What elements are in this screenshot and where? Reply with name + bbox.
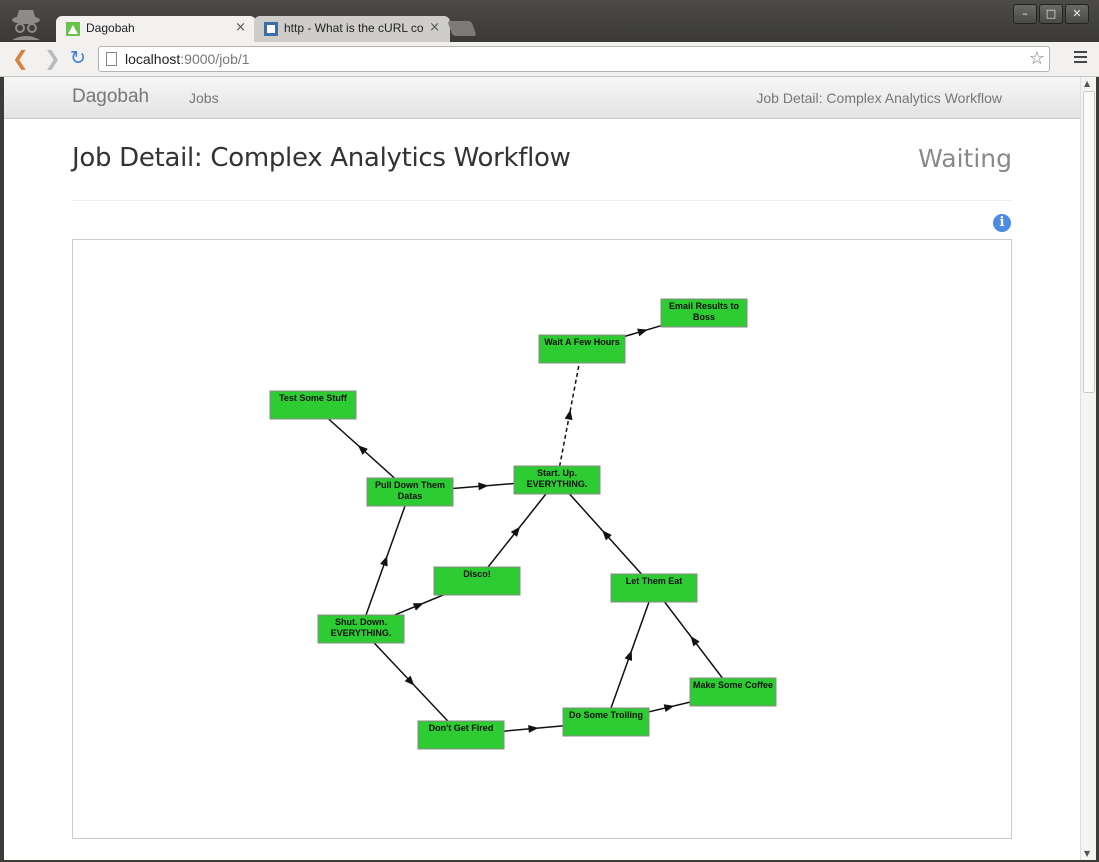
job-status: Waiting bbox=[918, 144, 1012, 173]
tab-stackoverflow[interactable]: http - What is the cURL command × bbox=[254, 16, 450, 42]
vertical-scrollbar[interactable]: ▲ ▼ bbox=[1080, 77, 1096, 860]
reload-icon[interactable]: ↻ bbox=[70, 47, 86, 69]
edge-arrow-pull-test bbox=[357, 445, 368, 455]
edge-arrow-start-wait bbox=[564, 409, 573, 421]
node-label: Do Some Trolling bbox=[569, 710, 643, 720]
tab-title: Dagobah bbox=[86, 21, 135, 35]
edge-arrow-wait-email bbox=[637, 328, 648, 337]
node-box bbox=[433, 566, 521, 596]
graph-node-leteat[interactable]: Let Them Eat bbox=[610, 573, 698, 603]
node-label: Let Them Eat bbox=[626, 576, 683, 586]
scroll-down-icon[interactable]: ▼ bbox=[1084, 849, 1091, 858]
graph-node-test[interactable]: Test Some Stuff bbox=[269, 390, 357, 420]
address-bar[interactable]: localhost:9000/job/1 ☆ bbox=[98, 46, 1050, 72]
node-box bbox=[417, 720, 505, 750]
brand-link[interactable]: Dagobah bbox=[72, 86, 150, 107]
tab-title: http - What is the cURL command bbox=[284, 21, 424, 35]
minimize-icon[interactable]: – bbox=[1013, 4, 1037, 24]
dagobah-favicon-icon bbox=[66, 22, 80, 36]
site-navbar: Dagobah Jobs Job Detail: Complex Analyti… bbox=[4, 77, 1080, 119]
nav-current-page: Job Detail: Complex Analytics Workflow bbox=[756, 90, 1002, 106]
info-icon[interactable]: i bbox=[993, 214, 1011, 232]
node-label: Make Some Coffee bbox=[693, 680, 773, 690]
page-viewport: Dagobah Jobs Job Detail: Complex Analyti… bbox=[4, 77, 1080, 860]
incognito-icon bbox=[12, 10, 40, 40]
edge-arrow-shut-fired bbox=[404, 675, 415, 686]
tab-dagobah[interactable]: Dagobah × bbox=[56, 16, 256, 42]
new-tab-button[interactable] bbox=[447, 21, 477, 36]
node-box bbox=[562, 707, 650, 737]
edge-arrow-shut-disco bbox=[412, 603, 424, 611]
edge-arrow-fired-troll bbox=[528, 724, 539, 733]
node-label: Datas bbox=[398, 491, 423, 501]
graph-node-troll[interactable]: Do Some Trolling bbox=[562, 707, 650, 737]
node-label: Email Results to bbox=[669, 301, 740, 311]
node-box bbox=[689, 677, 777, 707]
edge-arrow-pull-start bbox=[478, 482, 489, 491]
node-box bbox=[513, 465, 601, 495]
url-text: localhost:9000/job/1 bbox=[125, 51, 250, 67]
node-box bbox=[366, 477, 454, 507]
node-label: Disco! bbox=[463, 569, 491, 579]
scroll-up-icon[interactable]: ▲ bbox=[1084, 79, 1091, 88]
stackexchange-favicon-icon bbox=[264, 22, 278, 36]
node-label: Wait A Few Hours bbox=[544, 337, 620, 347]
edge-arrow-leteat-start bbox=[602, 530, 612, 541]
graph-node-wait[interactable]: Wait A Few Hours bbox=[538, 334, 626, 364]
edge-arrow-troll-coffee bbox=[663, 704, 675, 713]
edge-arrow-disco-start bbox=[510, 526, 521, 537]
node-label: Boss bbox=[693, 312, 715, 322]
tab-strip: Dagobah × http - What is the cURL comman… bbox=[0, 0, 1099, 42]
graph-node-start[interactable]: Start. Up.EVERYTHING. bbox=[513, 465, 601, 495]
back-arrow-icon[interactable]: ❮ bbox=[12, 46, 29, 70]
menu-icon[interactable] bbox=[1074, 51, 1087, 66]
edge-arrow-shut-pull bbox=[380, 555, 388, 567]
graph-node-shut[interactable]: Shut. Down.EVERYTHING. bbox=[317, 614, 405, 644]
node-box bbox=[269, 390, 357, 420]
edge-arrow-coffee-leteat bbox=[690, 636, 700, 647]
nav-jobs-link[interactable]: Jobs bbox=[189, 90, 219, 106]
node-label: Test Some Stuff bbox=[279, 393, 348, 403]
graph-node-coffee[interactable]: Make Some Coffee bbox=[689, 677, 777, 707]
maximize-icon[interactable]: □ bbox=[1039, 4, 1063, 24]
close-tab-icon[interactable]: × bbox=[235, 20, 246, 35]
page-icon bbox=[106, 52, 117, 66]
node-label: Shut. Down. bbox=[335, 617, 387, 627]
node-box bbox=[317, 614, 405, 644]
node-label: Start. Up. bbox=[537, 468, 577, 478]
window-controls: – □ ✕ bbox=[1013, 4, 1089, 24]
graph-node-fired[interactable]: Don't Get Fired bbox=[417, 720, 505, 750]
node-label: Don't Get Fired bbox=[429, 723, 494, 733]
edge-arrow-troll-leteat bbox=[624, 650, 633, 662]
scrollbar-thumb[interactable] bbox=[1083, 91, 1095, 393]
graph-node-disco[interactable]: Disco! bbox=[433, 566, 521, 596]
forward-arrow-icon[interactable]: ❯ bbox=[44, 46, 61, 70]
close-tab-icon[interactable]: × bbox=[429, 20, 440, 35]
node-box bbox=[660, 298, 748, 328]
divider bbox=[72, 200, 1012, 201]
close-window-icon[interactable]: ✕ bbox=[1065, 4, 1089, 24]
bookmark-star-icon[interactable]: ☆ bbox=[1028, 48, 1045, 69]
node-label: EVERYTHING. bbox=[527, 479, 588, 489]
node-box bbox=[538, 334, 626, 364]
browser-toolbar: ❮ ❯ ↻ localhost:9000/job/1 ☆ bbox=[0, 42, 1099, 77]
node-box bbox=[610, 573, 698, 603]
node-label: EVERYTHING. bbox=[331, 628, 392, 638]
page-title: Job Detail: Complex Analytics Workflow bbox=[72, 143, 571, 173]
node-label: Pull Down Them bbox=[375, 480, 445, 490]
